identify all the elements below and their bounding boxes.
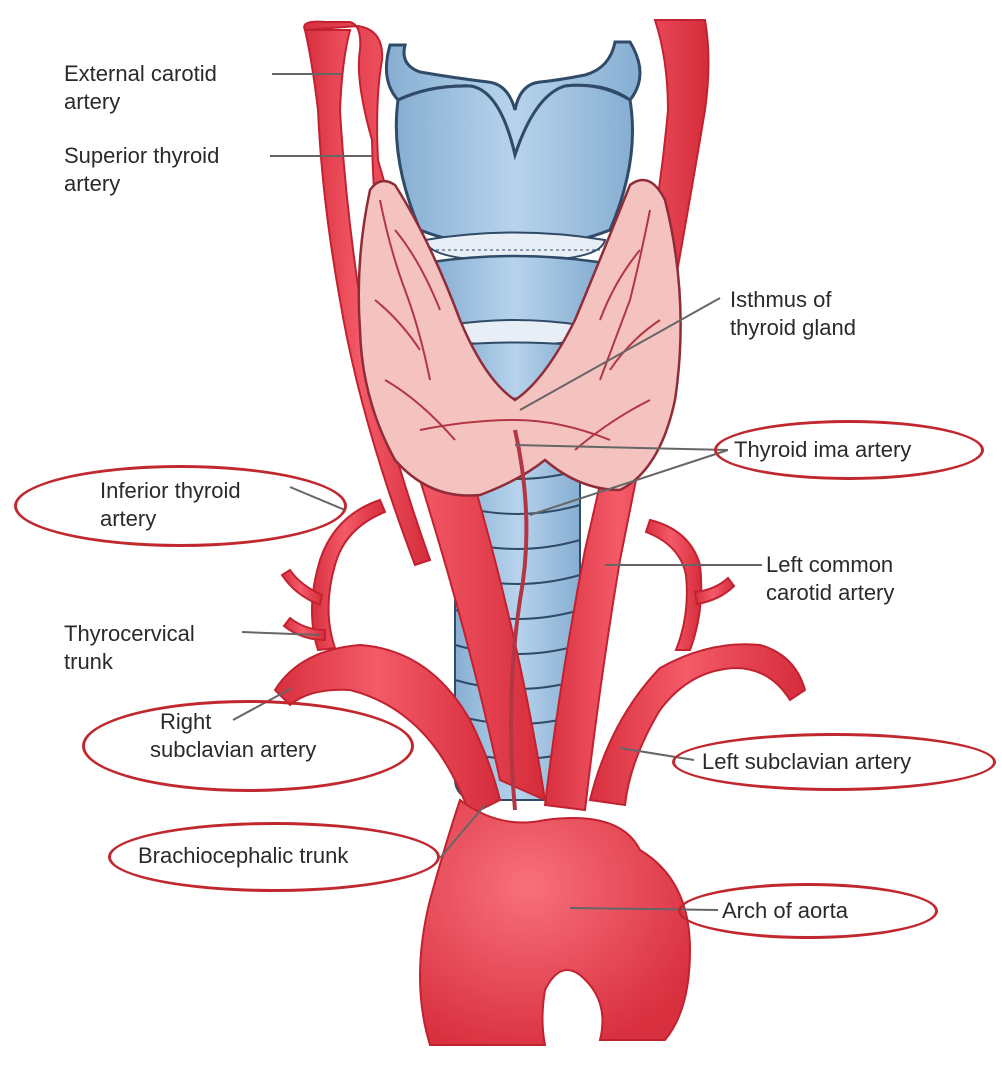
label-external-carotid-artery: External carotid artery — [64, 60, 217, 116]
label-line: artery — [64, 170, 219, 198]
label-arch-of-aorta: Arch of aorta — [722, 897, 848, 925]
label-inferior-thyroid-artery: Inferior thyroid artery — [100, 477, 241, 533]
label-right-subclavian-artery: Right subclavian artery — [150, 708, 316, 764]
label-line: thyroid gland — [730, 314, 856, 342]
label-isthmus-of-thyroid-gland: Isthmus of thyroid gland — [730, 286, 856, 342]
label-line: Arch of aorta — [722, 897, 848, 925]
label-brachiocephalic-trunk: Brachiocephalic trunk — [138, 842, 348, 870]
label-line: Left subclavian artery — [702, 748, 911, 776]
label-line: Isthmus of — [730, 286, 856, 314]
label-left-subclavian-artery: Left subclavian artery — [702, 748, 911, 776]
label-line: artery — [64, 88, 217, 116]
label-line: Superior thyroid — [64, 142, 219, 170]
label-line: carotid artery — [766, 579, 894, 607]
label-left-common-carotid-artery: Left common carotid artery — [766, 551, 894, 607]
label-line: Inferior thyroid — [100, 477, 241, 505]
label-line: artery — [100, 505, 241, 533]
label-thyroid-ima-artery: Thyroid ima artery — [734, 436, 911, 464]
label-line: subclavian artery — [150, 736, 316, 764]
label-line: External carotid — [64, 60, 217, 88]
label-line: Thyrocervical — [64, 620, 195, 648]
label-line: Right — [150, 708, 316, 736]
label-superior-thyroid-artery: Superior thyroid artery — [64, 142, 219, 198]
label-line: Thyroid ima artery — [734, 436, 911, 464]
label-thyrocervical-trunk: Thyrocervical trunk — [64, 620, 195, 676]
label-line: Left common — [766, 551, 894, 579]
label-line: trunk — [64, 648, 195, 676]
label-line: Brachiocephalic trunk — [138, 842, 348, 870]
